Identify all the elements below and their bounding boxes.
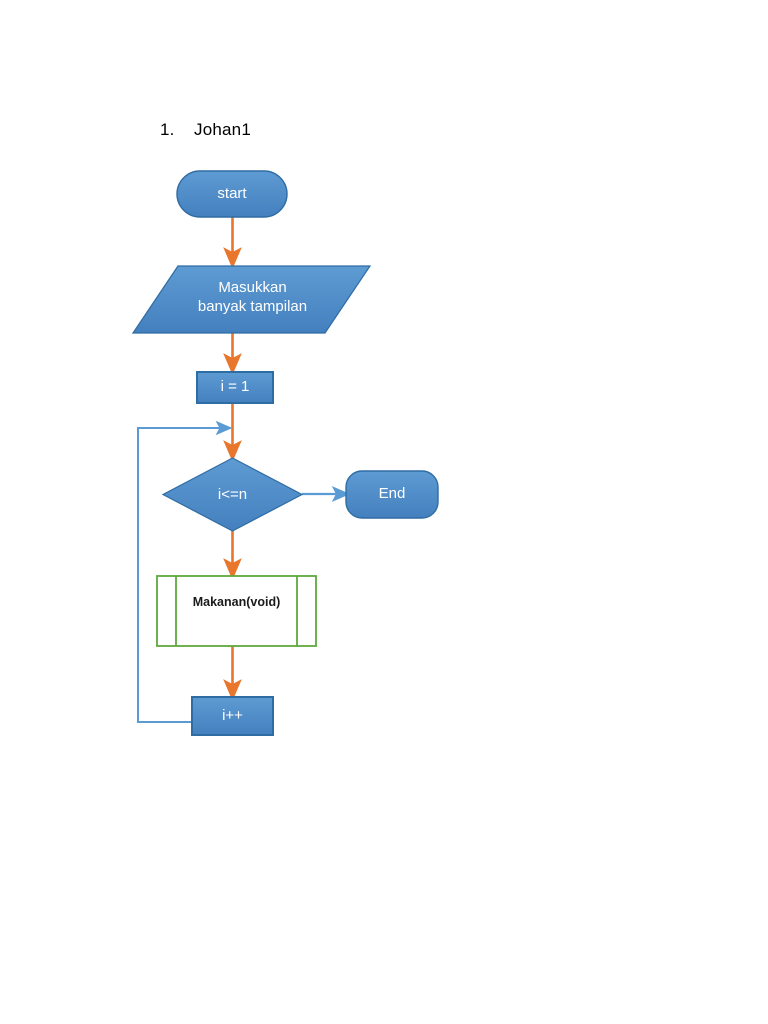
node-call[interactable]: [156, 575, 317, 647]
node-input[interactable]: [131, 265, 372, 334]
subroutine-outer-box: [156, 575, 317, 647]
page-title: 1. Johan1: [160, 120, 251, 140]
title-text: Johan1: [194, 120, 251, 139]
node-increment[interactable]: [191, 696, 274, 736]
node-end[interactable]: [345, 470, 439, 519]
node-start[interactable]: [176, 170, 288, 218]
node-init[interactable]: [196, 371, 274, 404]
list-number: 1.: [160, 120, 175, 139]
node-condition[interactable]: [161, 457, 304, 532]
edge-increment-to-condition: [137, 420, 233, 723]
